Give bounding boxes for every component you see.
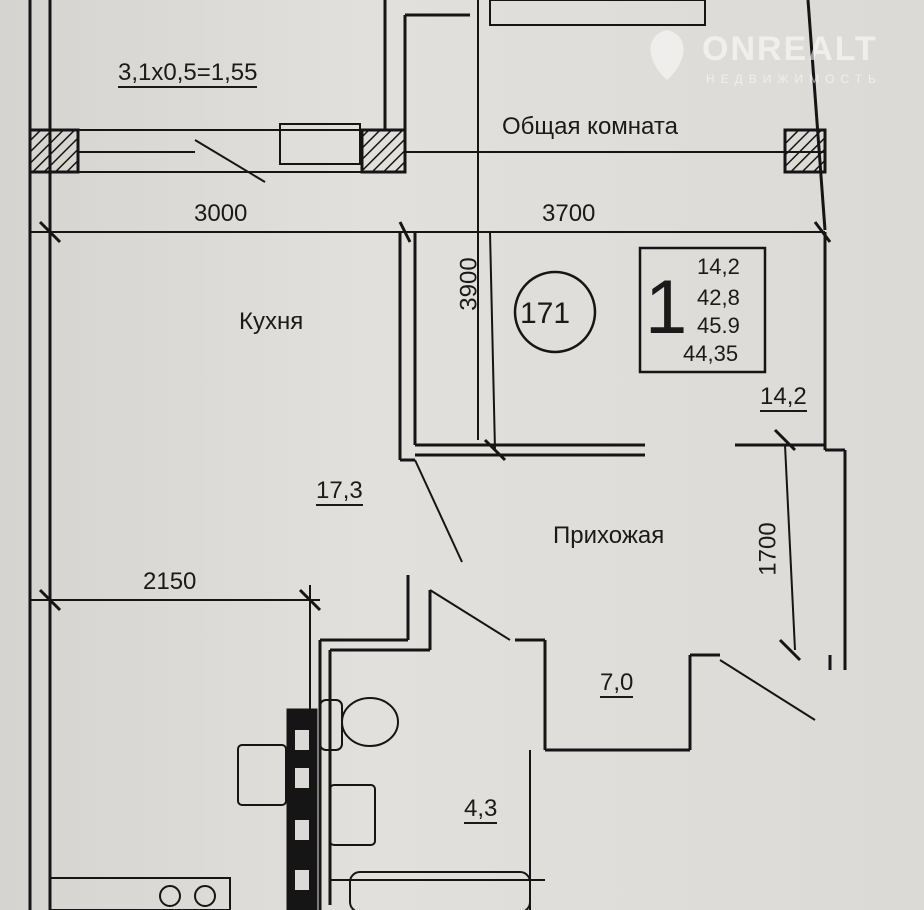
apartment-number-circle: [513, 270, 597, 354]
hatched-wall: [28, 128, 80, 174]
bathtub: [349, 871, 531, 910]
door-balcony: [279, 123, 361, 165]
apartment-number: 171: [520, 297, 571, 330]
balcony-label: 3,1х0,5=1,55: [118, 59, 258, 88]
washbasin: [329, 784, 376, 846]
area-with-balcony-value: 45.9: [697, 313, 740, 338]
reduced-area-value: 44,35: [683, 341, 739, 366]
dimension-3700: 3700: [542, 200, 596, 227]
door-swing: [414, 459, 463, 563]
area-summary-box: [638, 246, 767, 374]
room-name-hall: Прихожая: [553, 522, 665, 549]
dimension-3000: 3000: [194, 200, 248, 227]
stove: [49, 877, 231, 910]
sink: [237, 744, 287, 806]
room-name-living: Общая комната: [502, 113, 678, 140]
dimension-3900: 3900: [455, 257, 483, 311]
dimension-1700: 1700: [754, 522, 782, 576]
room-area-hall: 7,0: [600, 669, 634, 698]
living-area-value: 14,2: [697, 254, 740, 279]
room-area-kitchen: 17,3: [316, 477, 363, 506]
watermark-subtitle: НЕДВИЖИМОСТЬ: [706, 72, 882, 86]
room-count: 1: [645, 265, 688, 350]
window: [489, 0, 706, 26]
toilet: [341, 697, 399, 747]
room-area-living: 14,2: [760, 383, 807, 412]
room-area-bathroom: 4,3: [464, 795, 498, 824]
watermark-brand: ONREALT: [702, 30, 878, 68]
total-area-value: 42,8: [697, 285, 740, 310]
watermark-logo-icon: [650, 30, 684, 80]
dimension-2150: 2150: [143, 568, 197, 595]
room-name-kitchen: Кухня: [239, 308, 304, 335]
